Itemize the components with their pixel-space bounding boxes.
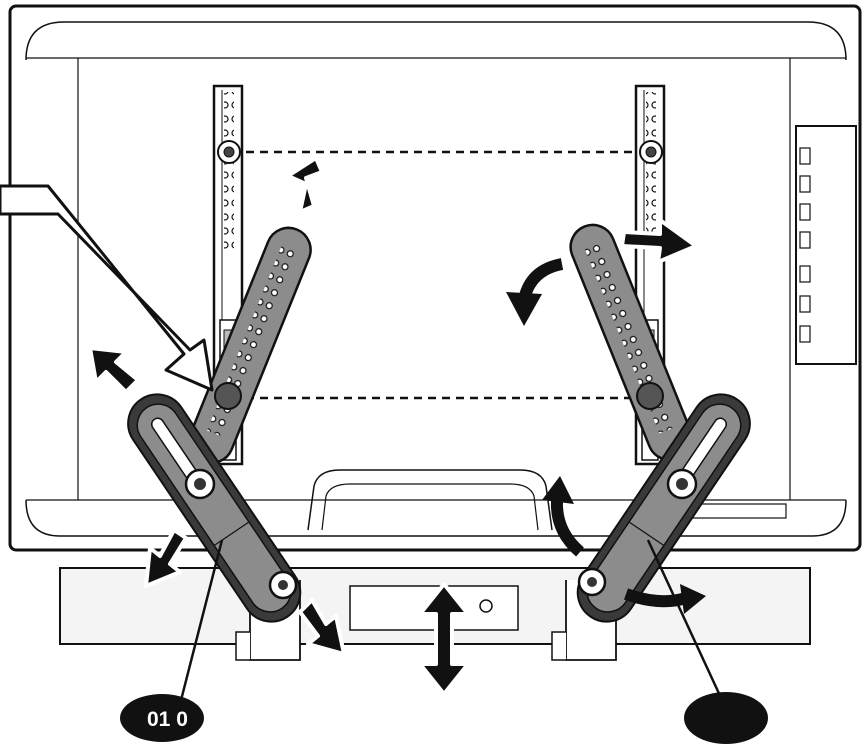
left-pivot-bolt xyxy=(214,382,242,410)
arrow-upleft-icon xyxy=(88,346,140,394)
right-pivot-bolt xyxy=(636,382,664,410)
arrow-right-icon xyxy=(620,218,698,264)
tv-back-panel xyxy=(8,4,862,552)
left-support-bar xyxy=(127,393,302,623)
arrow-up-icon xyxy=(286,156,324,214)
arrow-downleft-icon xyxy=(144,528,188,588)
left-leader-line xyxy=(176,539,224,713)
rotate-arrow-bottom-icon xyxy=(624,588,688,608)
pointer-arrow-icon xyxy=(0,184,214,392)
callout-label-left: 01 0 xyxy=(147,708,188,731)
callout-badge-right xyxy=(684,692,768,744)
right-leader-line xyxy=(646,539,724,701)
double-arrow-icon xyxy=(418,582,470,696)
arrow-downright-icon xyxy=(298,598,346,656)
callout-badge-left: 01 0 xyxy=(120,694,204,742)
